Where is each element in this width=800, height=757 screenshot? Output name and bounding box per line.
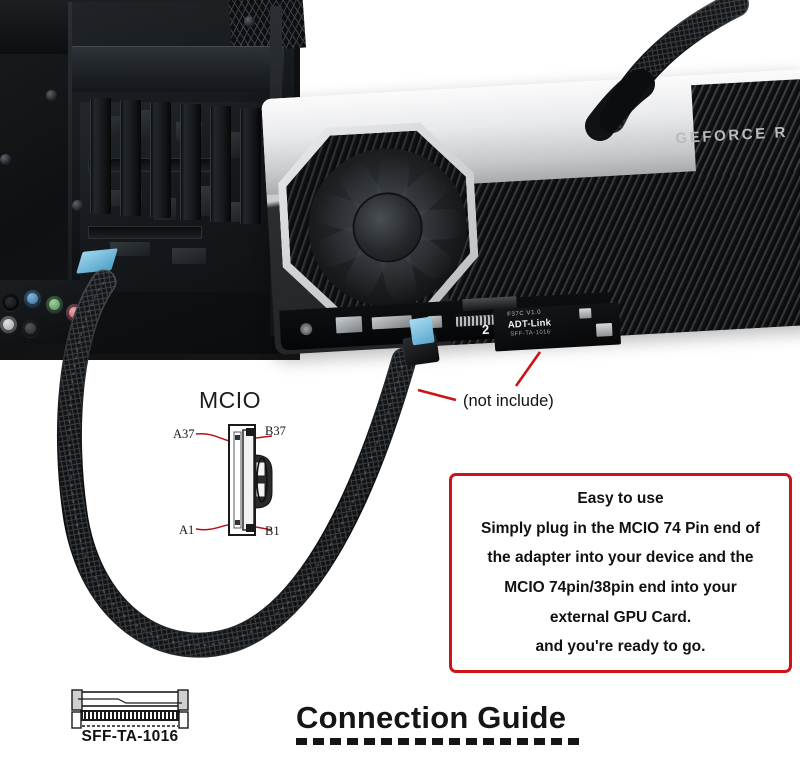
audio-jack-green [46, 296, 63, 313]
mcio-pin-label-b1: B1 [265, 524, 280, 538]
mcio-pin-label-a1: A1 [179, 523, 195, 537]
rear-io-audio-panel [0, 280, 84, 344]
audio-jack-pink [66, 304, 83, 321]
title-dashed-underline [296, 738, 582, 745]
adt-standard-text: SFF-TA-1016 [510, 329, 551, 338]
not-included-annotation: (not include) [463, 392, 554, 410]
audio-jack-grey [22, 320, 39, 337]
audio-jack-blue [24, 290, 41, 307]
instruction-line-5: external GPU Card. [549, 608, 692, 626]
leader-line-to-cable [417, 388, 457, 402]
pc-case [0, 0, 307, 360]
audio-jack-white [0, 316, 17, 333]
instruction-line-2: Simply plug in the MCIO 74 Pin end of [480, 519, 760, 537]
adt-link-adapter-board: 2 F37C V1.0 ADT-Link SFF-TA-1016 [462, 296, 622, 352]
instruction-line-4: MCIO 74pin/38pin end into your [504, 579, 737, 596]
sff-ta-1016-connector-drawing [71, 689, 189, 729]
gpu-fan-grille [283, 128, 472, 312]
instruction-line-6: and you're ready to go. [535, 638, 706, 656]
leader-line-to-board [514, 351, 542, 387]
page-title: Connection Guide [296, 700, 567, 735]
audio-jack-black [2, 294, 19, 311]
cable-blue-pull-tab [409, 316, 435, 346]
sff-connector-label: SFF-TA-1016 [81, 728, 179, 745]
case-mesh-vent [227, 0, 307, 53]
case-expansion-bracket [72, 46, 284, 92]
adt-revision-text: F37C V1.0 [507, 309, 542, 319]
mcio-pin-label-b37: B37 [265, 424, 286, 438]
mcio-pin-label-a37: A37 [173, 427, 195, 441]
instruction-line-3: the adapter into your device and the [487, 549, 754, 567]
mcio-connector-drawing [228, 424, 273, 536]
adt-port-number: 2 [481, 321, 490, 338]
instruction-box: Easy to use Simply plug in the MCIO 74 P… [449, 473, 792, 673]
gpu-fan [304, 144, 471, 311]
mcio-diagram-title: MCIO [199, 387, 262, 413]
instruction-line-1: Easy to use [577, 490, 664, 508]
